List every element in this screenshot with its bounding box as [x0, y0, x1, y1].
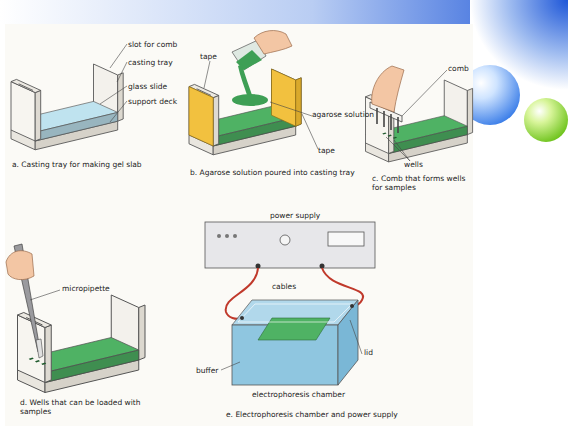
- part-label: comb: [448, 64, 469, 73]
- panel-caption: c. Comb that forms wells for samples: [372, 174, 472, 192]
- part-label: tape: [200, 52, 217, 61]
- part-label: tape: [318, 146, 335, 155]
- panel-caption: a. Casting tray for making gel slab: [12, 160, 182, 169]
- part-label: slot for comb: [128, 40, 177, 49]
- part-label: cables: [272, 282, 296, 291]
- part-label: support deck: [128, 97, 177, 106]
- part-label: micropipette: [62, 284, 110, 293]
- part-label: glass slide: [128, 82, 167, 91]
- part-label: electrophoresis chamber: [252, 390, 345, 399]
- part-label: buffer: [196, 366, 218, 375]
- panel-caption: d. Wells that can be loaded with samples: [20, 398, 150, 416]
- part-label: agarose solution: [312, 110, 374, 119]
- part-label: wells: [404, 160, 423, 169]
- part-label: lid: [364, 348, 373, 357]
- part-label: power supply: [270, 211, 320, 220]
- panel-caption: b. Agarose solution poured into casting …: [190, 168, 370, 177]
- panel-caption: e. Electrophoresis chamber and power sup…: [226, 410, 466, 419]
- part-label: casting tray: [128, 58, 173, 67]
